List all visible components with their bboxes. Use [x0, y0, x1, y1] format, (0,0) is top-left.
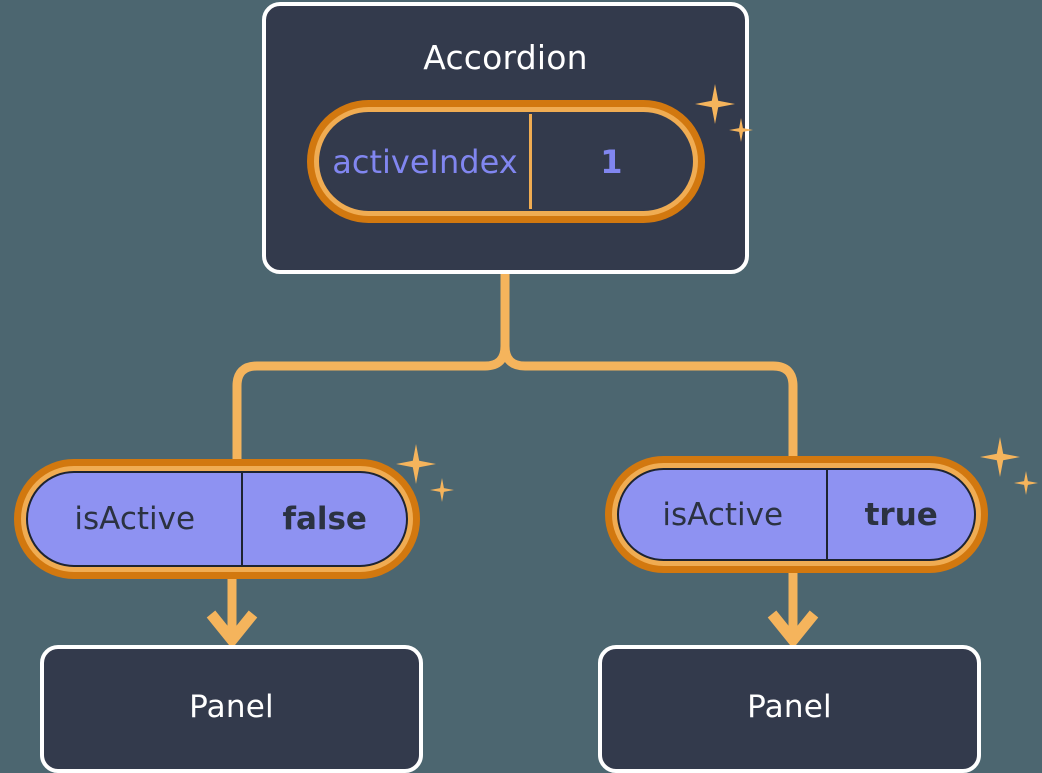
state-key-label: activeIndex [321, 114, 532, 209]
state-pill-inner: isActive true [617, 468, 976, 561]
state-pill-inner: activeIndex 1 [319, 112, 693, 211]
state-value-label: 1 [600, 142, 623, 181]
state-pill-is-active-left[interactable]: isActive false [14, 459, 420, 579]
panel-component-card-right[interactable]: Panel [598, 645, 981, 773]
panel-title: Panel [189, 689, 274, 725]
state-value-label: false [282, 501, 367, 537]
state-value-label: true [864, 496, 938, 533]
state-key-label: isActive [28, 473, 244, 565]
panel-title: Panel [747, 689, 832, 725]
state-pill-is-active-right[interactable]: isActive true [605, 456, 988, 573]
state-pill-active-index[interactable]: activeIndex 1 [307, 100, 705, 223]
state-pill-inner: isActive false [26, 471, 408, 567]
arrow-down-icon-left [206, 579, 258, 649]
arrow-down-icon-right [767, 573, 819, 649]
state-key-label: isActive [619, 470, 829, 559]
sparkle-icon [980, 437, 1020, 477]
sparkle-icon [430, 478, 454, 502]
sparkle-icon [1014, 471, 1038, 495]
panel-component-card-left[interactable]: Panel [40, 645, 423, 773]
accordion-title: Accordion [423, 38, 588, 77]
